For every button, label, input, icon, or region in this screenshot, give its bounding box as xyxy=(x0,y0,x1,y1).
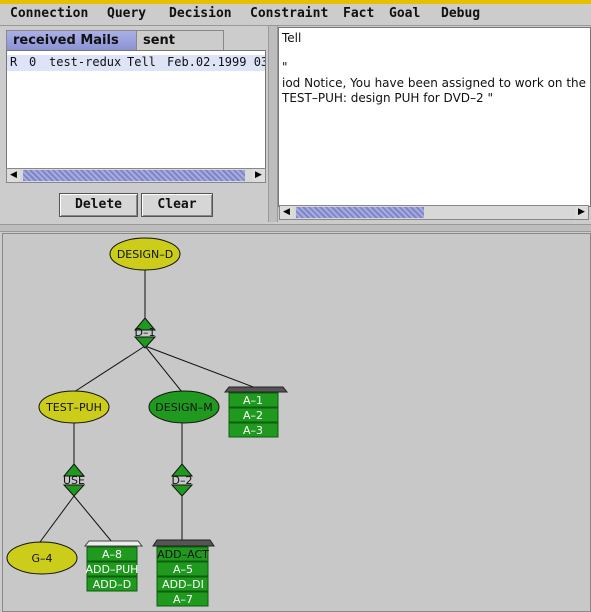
scroll-right-arrow-icon[interactable]: ▶ xyxy=(575,206,588,219)
goal-label: TEST–PUH xyxy=(45,401,102,414)
scroll-left-arrow-icon[interactable]: ◀ xyxy=(280,206,293,219)
goal-label: DESIGN–M xyxy=(155,401,212,414)
goal-node[interactable]: G–4 xyxy=(6,541,78,575)
tab-sent-mails[interactable]: sent Mails xyxy=(136,30,224,67)
delete-button[interactable]: Delete xyxy=(59,193,138,217)
action-label: A–3 xyxy=(243,424,263,437)
menu-debug[interactable]: Debug xyxy=(441,6,481,21)
mail-number: 0 xyxy=(29,55,37,69)
clear-button[interactable]: Clear xyxy=(141,193,213,217)
action-label: ADD–ACT xyxy=(157,548,209,561)
decision-node[interactable]: D–1 xyxy=(133,317,157,349)
action-label: A–2 xyxy=(243,409,263,422)
mail-type: Tell xyxy=(127,55,156,69)
message-line: TEST–PUH: design PUH for DVD–2 " xyxy=(282,91,494,105)
action-stack[interactable]: ADD–ACT A–5 ADD–DI A–7 xyxy=(152,539,215,607)
goal-graph: DESIGN–D TEST–PUH DESIGN–M G–4 D–1 USE xyxy=(6,237,289,607)
graph-edges xyxy=(39,269,257,543)
window-title-strip xyxy=(0,0,591,4)
decision-label: USE xyxy=(63,474,85,487)
scroll-right-arrow-icon[interactable]: ▶ xyxy=(252,169,265,182)
goal-node[interactable]: TEST–PUH xyxy=(38,390,110,424)
decision-node[interactable]: D–2 xyxy=(170,463,194,497)
tab-received-mails[interactable]: received Mails xyxy=(6,30,140,50)
action-label: ADD–D xyxy=(93,578,131,591)
scroll-left-arrow-icon[interactable]: ◀ xyxy=(7,169,20,182)
mail-status: R xyxy=(10,55,18,69)
message-scrollbar[interactable]: ◀ ▶ xyxy=(279,205,589,220)
mail-sender: test-redux xyxy=(49,55,122,69)
menu-bar: Connection Query Decision Constraint Fac… xyxy=(0,4,591,26)
action-label: A–7 xyxy=(173,593,193,606)
action-label: A–1 xyxy=(243,394,263,407)
scroll-thumb[interactable] xyxy=(23,170,245,181)
message-line: " xyxy=(282,60,288,74)
menu-connection[interactable]: Connection xyxy=(10,6,89,21)
goal-graph-canvas[interactable]: DESIGN–D TEST–PUH DESIGN–M G–4 D–1 USE xyxy=(2,233,591,612)
decision-label: D–1 xyxy=(135,326,156,339)
action-stack[interactable]: A–8 ADD–PUH ADD–D xyxy=(83,540,144,592)
menu-query[interactable]: Query xyxy=(107,6,147,21)
action-label: ADD–DI xyxy=(162,578,204,591)
action-label: ADD–PUH xyxy=(86,563,139,576)
mail-list-scrollbar[interactable]: ◀ ▶ xyxy=(6,168,266,183)
mail-list[interactable]: R 0 test-redux Tell Feb.02.1999 03:5 xyxy=(6,50,266,170)
mail-date: Feb.02.1999 03:5 xyxy=(167,55,265,69)
goal-label: G–4 xyxy=(31,552,52,565)
decision-label: D–2 xyxy=(172,474,193,487)
message-line: Tell xyxy=(282,31,302,45)
menu-fact[interactable]: Fact xyxy=(343,6,375,21)
decision-node[interactable]: USE xyxy=(62,463,86,497)
action-stack[interactable]: A–1 A–2 A–3 xyxy=(223,386,289,438)
goal-node[interactable]: DESIGN–M xyxy=(148,390,220,424)
menu-goal[interactable]: Goal xyxy=(389,6,421,21)
vertical-splitter[interactable] xyxy=(268,26,278,222)
message-text-area[interactable]: Tell " iod Notice, You have been assigne… xyxy=(278,27,591,207)
mail-row[interactable]: R 0 test-redux Tell Feb.02.1999 03:5 xyxy=(7,55,265,71)
horizontal-splitter[interactable] xyxy=(0,224,591,232)
scroll-thumb[interactable] xyxy=(296,207,424,218)
menu-decision[interactable]: Decision xyxy=(169,6,232,21)
action-label: A–8 xyxy=(102,548,122,561)
goal-node[interactable]: DESIGN–D xyxy=(109,237,181,271)
goal-label: DESIGN–D xyxy=(117,248,173,261)
message-line: iod Notice, You have been assigned to wo… xyxy=(282,76,591,90)
menu-constraint[interactable]: Constraint xyxy=(250,6,329,21)
action-label: A–5 xyxy=(173,563,193,576)
